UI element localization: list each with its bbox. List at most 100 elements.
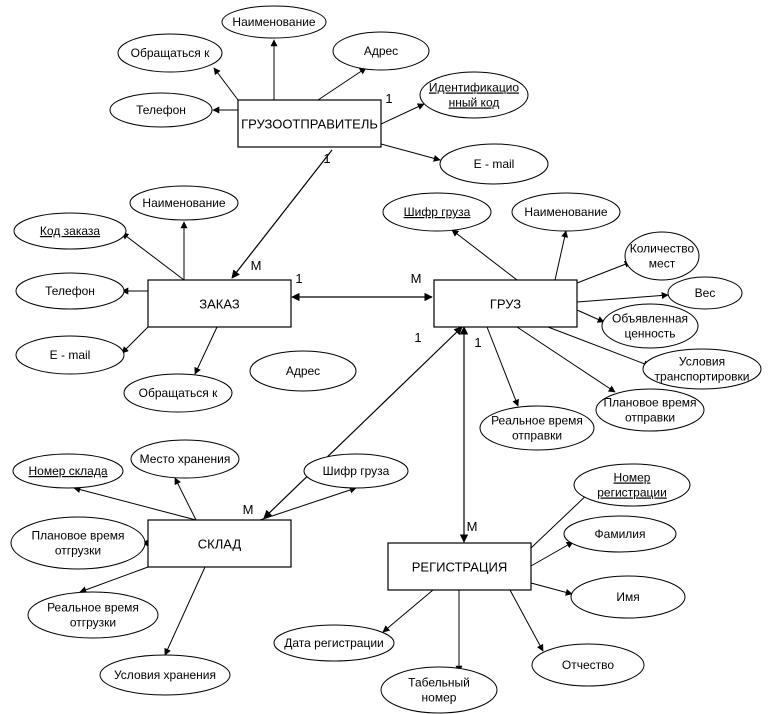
registration-attribute: Имя <box>570 575 686 619</box>
attribute-label: E - mail <box>474 157 515 171</box>
registration-attribute: Дата регистрации <box>273 624 395 662</box>
attribute-label: ценность <box>624 327 675 341</box>
attribute-ellipse <box>109 92 213 128</box>
order-attribute: Код заказа <box>13 212 127 250</box>
attribute-ellipse <box>130 439 240 479</box>
attribute-label: Отчество <box>562 658 614 672</box>
warehouse-attribute: Место хранения <box>130 439 240 479</box>
entity-label: ЗАКАЗ <box>199 297 240 312</box>
attribute-ellipse <box>601 303 699 349</box>
order-attribute: Наименование <box>129 185 239 221</box>
cardinality-label: 1 <box>323 151 330 166</box>
attribute-ellipse <box>249 350 357 392</box>
shipper-attr-connector <box>317 67 367 101</box>
warehouse-attr-connector <box>164 566 206 656</box>
attribute-ellipse <box>12 453 124 489</box>
attribute-ellipse <box>573 463 691 507</box>
attribute-label: Условия хранения <box>114 668 216 682</box>
warehouse-attr-connector <box>73 486 197 521</box>
cardinality-label: 1 <box>295 271 302 286</box>
cargo-attr-connector <box>451 229 518 281</box>
registration-attr-connector <box>382 589 434 633</box>
entity-label: СКЛАД <box>198 537 242 552</box>
attribute-ellipse <box>123 373 233 413</box>
attribute-ellipse <box>382 192 492 232</box>
order-attr-connector <box>121 232 185 281</box>
attribute-ellipse <box>129 185 239 221</box>
cargo-attribute: Шифр груза <box>382 192 492 232</box>
cardinality-label: M <box>251 258 262 273</box>
attribute-label: отправки <box>512 429 562 443</box>
key-attribute-label: Номер <box>614 471 651 485</box>
shipper-attribute: Адрес <box>332 31 430 71</box>
cargo-attribute: Наименование <box>511 192 621 232</box>
attribute-label: отправки <box>625 411 675 425</box>
attribute-label: Табельный <box>408 676 470 690</box>
warehouse-attr-connector <box>259 486 357 521</box>
attribute-label: Условия <box>679 355 725 369</box>
attribute-ellipse <box>563 515 677 553</box>
attribute-ellipse <box>99 654 231 696</box>
entity-warehouse: СКЛАД <box>147 519 292 568</box>
attribute-label: Дата регистрации <box>284 636 383 650</box>
entity-order: ЗАКАЗ <box>147 279 292 328</box>
registration-attribute: Фамилия <box>563 515 677 553</box>
attribute-label: Плановое время <box>604 396 697 410</box>
entity-registration: РЕГИСТРАЦИЯ <box>387 542 532 591</box>
order-attribute: Телефон <box>15 272 125 310</box>
cardinality-label: 1 <box>414 330 421 345</box>
cargo-attribute: Вес <box>667 276 743 310</box>
key-attribute-label: Шифр груза <box>404 205 471 219</box>
attribute-label: Место хранения <box>140 452 231 466</box>
attribute-ellipse <box>595 388 705 432</box>
cardinality-label: M <box>411 271 422 286</box>
attribute-ellipse <box>380 666 498 714</box>
attribute-label: отгрузки <box>70 616 116 630</box>
attribute-label: Обращаться к <box>131 46 210 60</box>
attribute-label: Объявленная <box>612 312 688 326</box>
attribute-label: мест <box>649 257 676 271</box>
relationship-cargo-warehouse <box>263 326 463 519</box>
attribute-ellipse <box>570 575 686 619</box>
registration-attr-connector <box>509 589 544 652</box>
attribute-label: E - mail <box>50 348 91 362</box>
attribute-label: Наименование <box>142 196 226 210</box>
cardinality-label: 1 <box>474 335 481 350</box>
cargo-attr-connector <box>554 230 569 281</box>
attribute-ellipse <box>511 192 621 232</box>
attribute-ellipse <box>332 31 430 71</box>
cargo-attr-connector <box>547 326 651 368</box>
key-attribute-label: регистрации <box>597 486 667 500</box>
key-attribute-label: Код заказа <box>40 224 100 238</box>
shipper-attribute: Обращаться к <box>117 33 223 73</box>
entity-shipper: ГРУЗООТПРАВИТЕЛЬ <box>237 99 382 148</box>
entity-label: РЕГИСТРАЦИЯ <box>412 560 507 575</box>
entity-box <box>387 542 532 591</box>
attribute-ellipse <box>15 335 125 375</box>
attribute-label: Наименование <box>524 205 608 219</box>
cargo-attr-connector <box>486 326 519 407</box>
attribute-label: Количество <box>630 242 695 256</box>
attribute-label: Адрес <box>286 364 320 378</box>
entity-box <box>433 279 578 328</box>
relationship-shipper-order <box>231 149 333 279</box>
warehouse-attribute: Условия хранения <box>99 654 231 696</box>
cardinality-label: M <box>467 519 478 534</box>
shipper-attr-connector <box>380 143 441 162</box>
attribute-ellipse <box>221 5 327 39</box>
shipper-attribute: Телефон <box>109 92 213 128</box>
attribute-ellipse <box>13 212 127 250</box>
entity-box <box>147 279 292 328</box>
cargo-attr-connector <box>576 309 605 323</box>
order-attribute: Обращаться к <box>123 373 233 413</box>
